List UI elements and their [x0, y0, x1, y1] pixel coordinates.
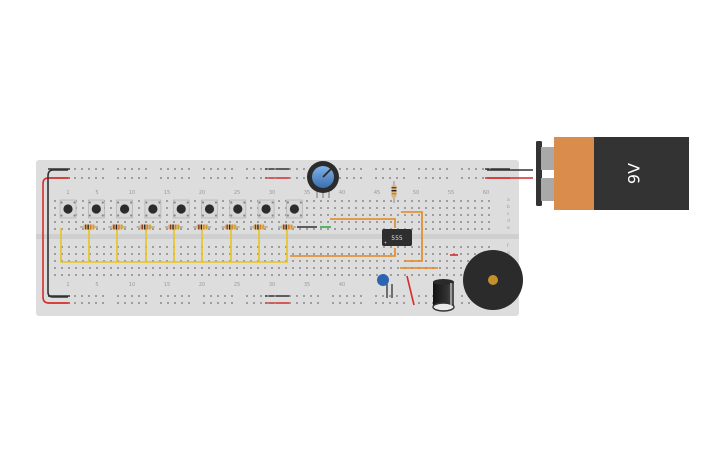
column-number: 60	[483, 190, 489, 196]
resistor-vertical[interactable]	[391, 181, 397, 203]
pushbutton[interactable]	[201, 199, 218, 219]
column-number: 1	[66, 190, 69, 196]
pushbutton[interactable]	[88, 199, 105, 219]
pushbutton[interactable]	[172, 199, 190, 219]
wire-black-left[interactable]	[47, 169, 68, 298]
resistor[interactable]	[80, 224, 98, 230]
pushbutton[interactable]	[257, 199, 275, 219]
column-numbers-top: 1 5 10 15 20 25 30 35 40 45 50 55 60	[66, 190, 489, 196]
column-number: 15	[164, 190, 170, 196]
row-letter: b	[507, 204, 510, 210]
column-number: 20	[199, 282, 205, 288]
yellow-wire-bus[interactable]	[60, 228, 288, 263]
row-letter: e	[507, 226, 510, 231]
ic-555[interactable]: 555	[382, 229, 412, 246]
resistor[interactable]	[221, 224, 240, 230]
row-letter: g	[507, 251, 510, 256]
column-number: 35	[304, 282, 310, 288]
led[interactable]	[377, 274, 393, 298]
resistor[interactable]	[249, 224, 268, 230]
column-numbers-bottom: 1 5 10 15 20 25 30 35 40	[66, 282, 345, 288]
wire-red-left[interactable]	[42, 177, 68, 304]
pushbutton[interactable]	[144, 199, 162, 219]
pushbutton[interactable]	[286, 199, 303, 219]
battery-9v[interactable]: 9V	[536, 137, 689, 210]
resistor[interactable]	[136, 224, 155, 230]
battery-label: 9V	[625, 163, 644, 184]
row-letter: d	[507, 218, 510, 224]
column-number: 25	[234, 282, 240, 288]
row-letter: a	[507, 198, 510, 203]
resistor[interactable]	[108, 224, 127, 230]
row-letter: c	[507, 212, 510, 217]
breadboard-holes	[54, 168, 491, 304]
column-number: 25	[234, 190, 240, 196]
piezo-buzzer[interactable]	[463, 250, 523, 310]
electrolytic-capacitor[interactable]	[432, 279, 455, 312]
row-letter: f	[507, 243, 509, 249]
breadboard-center-channel	[36, 234, 519, 239]
column-number: 20	[199, 190, 205, 196]
resistor[interactable]	[193, 224, 212, 230]
column-number: 55	[448, 190, 454, 196]
red-wire-diagonal[interactable]	[406, 275, 415, 306]
column-number: 10	[129, 282, 135, 288]
column-number: 5	[95, 282, 98, 288]
column-number: 30	[269, 282, 275, 288]
orange-wires[interactable]	[290, 211, 438, 269]
column-number: 45	[374, 190, 380, 196]
column-number: 10	[129, 190, 135, 196]
column-number: 40	[339, 282, 345, 288]
column-number: 5	[95, 190, 98, 196]
column-number: 30	[269, 190, 275, 196]
column-number: 40	[339, 190, 345, 196]
potentiometer[interactable]	[307, 161, 339, 198]
column-number: 35	[304, 190, 310, 196]
column-number: 15	[164, 282, 170, 288]
pushbutton[interactable]	[59, 199, 77, 219]
column-number: 50	[413, 190, 419, 196]
resistor[interactable]	[278, 224, 297, 230]
pushbutton[interactable]	[116, 199, 133, 219]
ic-label: 555	[391, 235, 403, 242]
resistor[interactable]	[164, 224, 183, 230]
pushbutton-row	[59, 199, 303, 219]
column-number: 1	[66, 282, 69, 288]
resistor-row	[80, 224, 297, 230]
pushbutton[interactable]	[229, 199, 247, 219]
